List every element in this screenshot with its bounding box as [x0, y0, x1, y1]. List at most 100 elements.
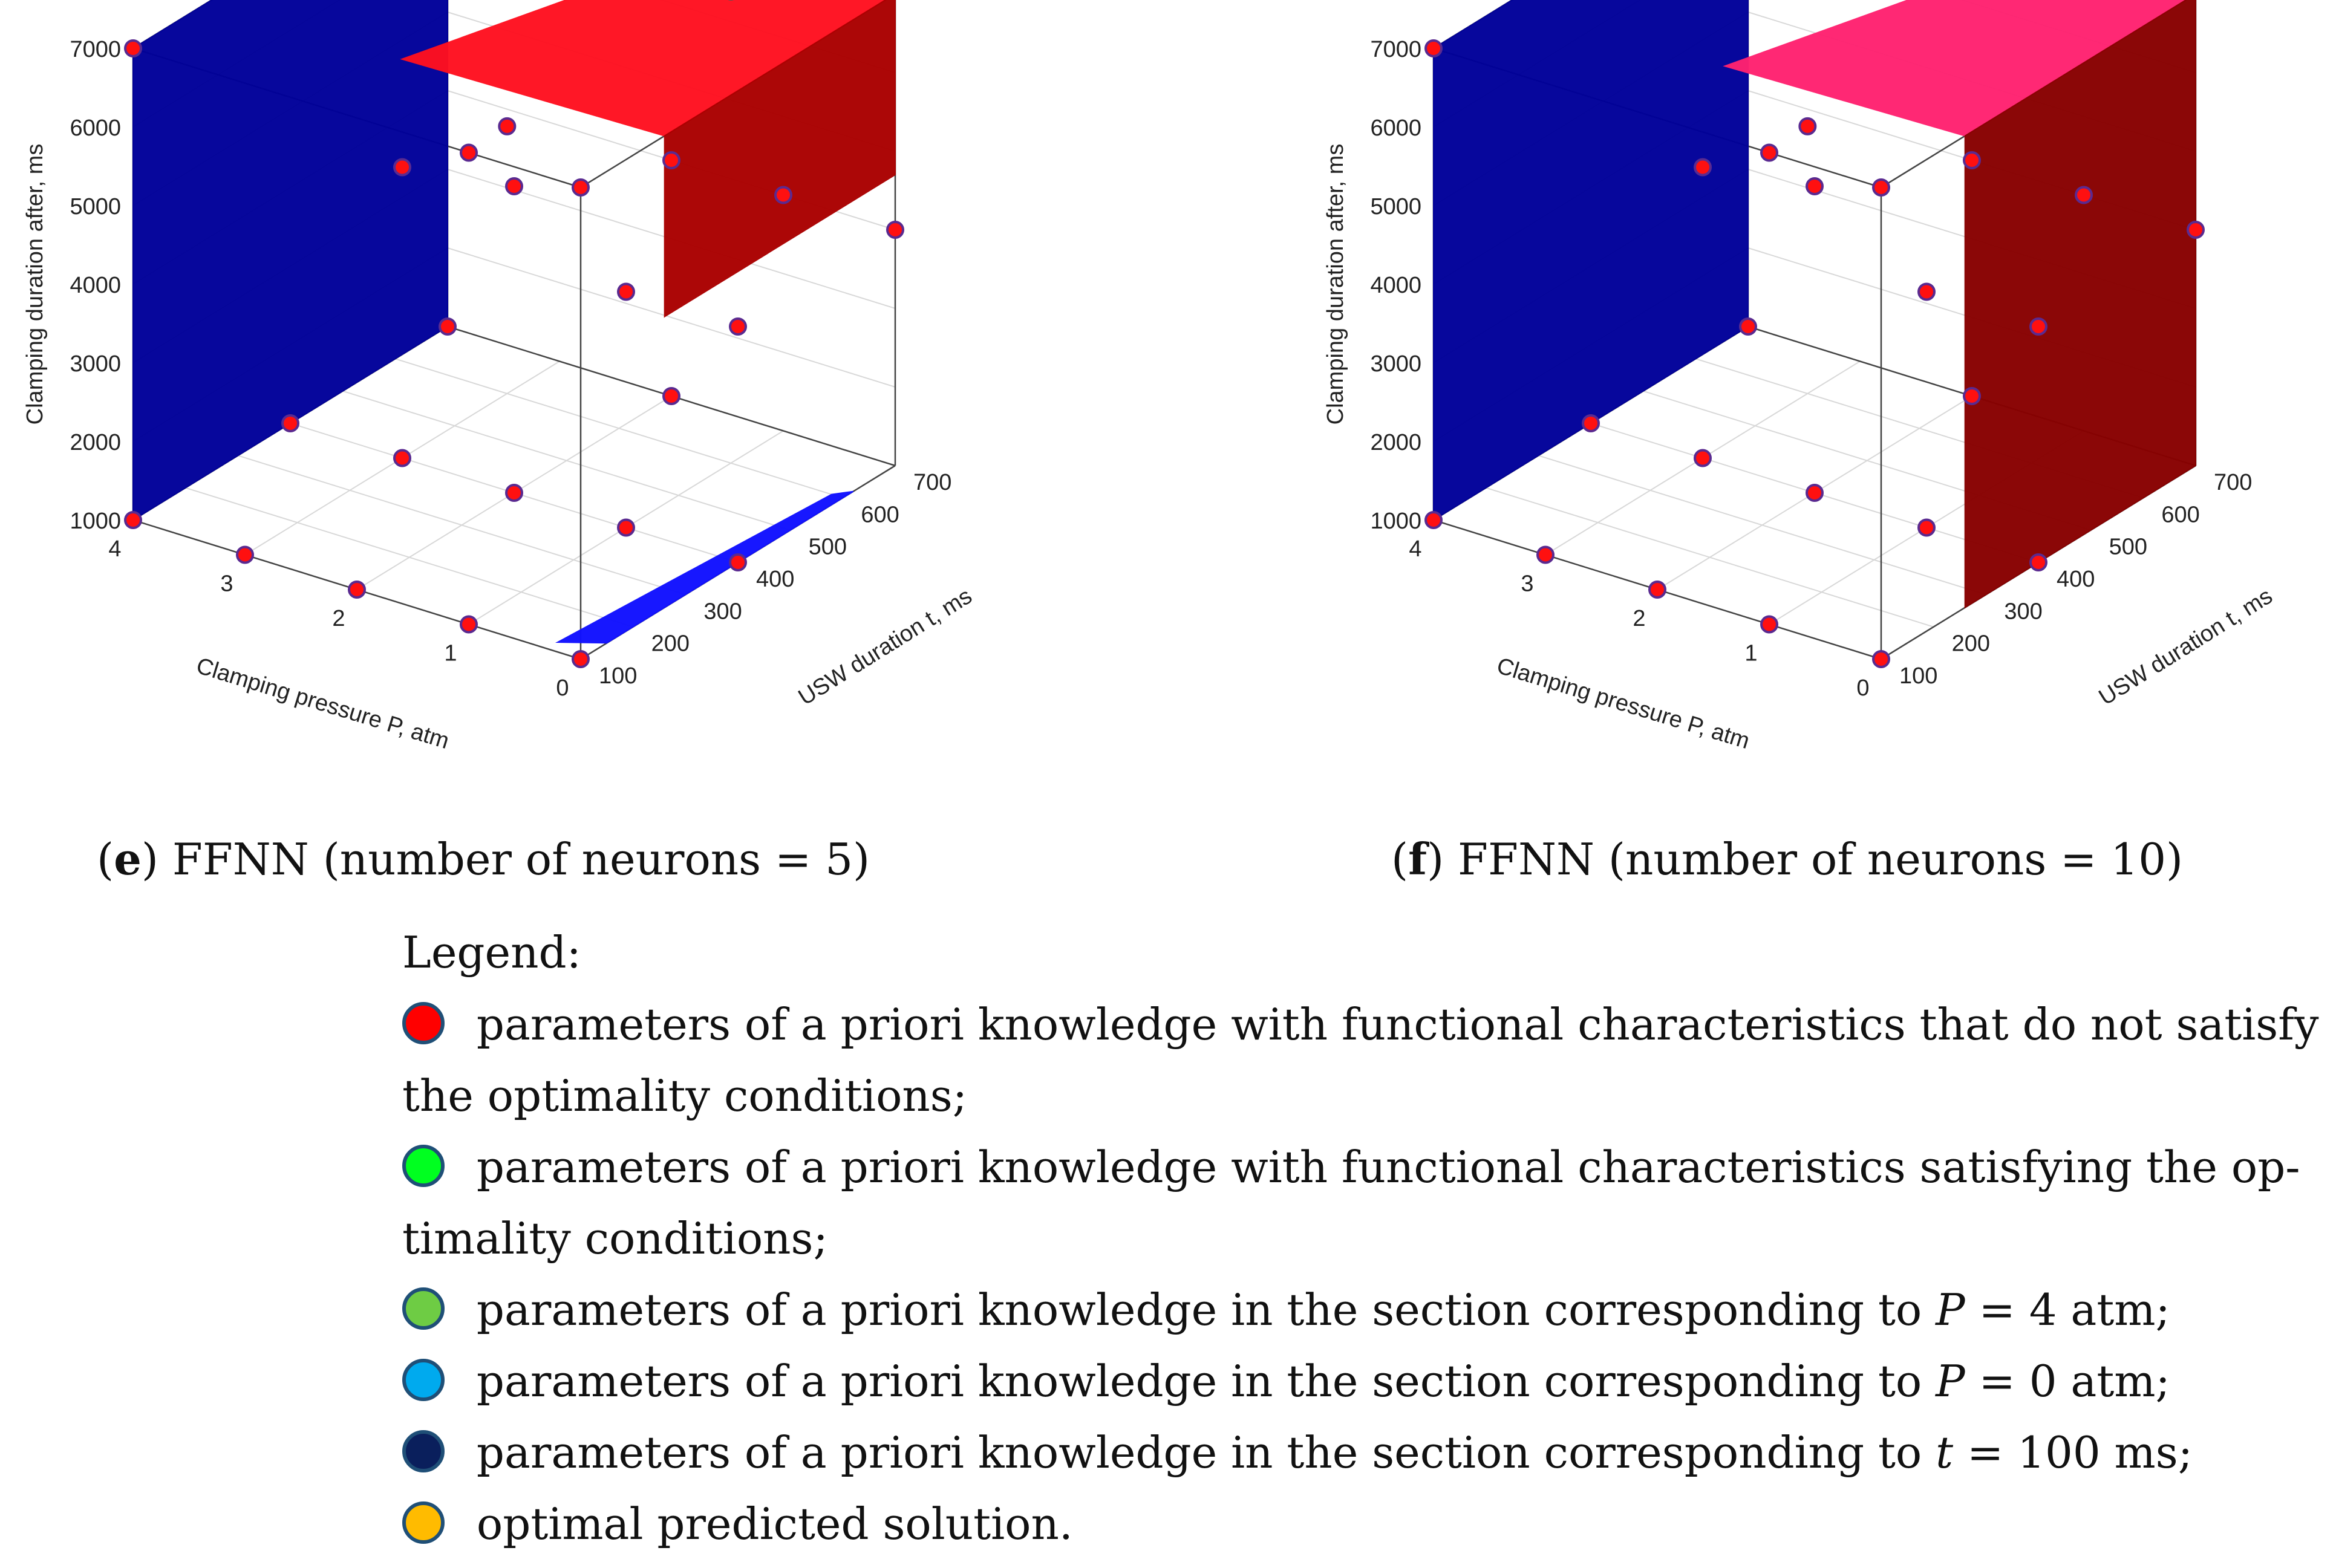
legend-item-0: parameters of a priori knowledge with fu… [402, 989, 2332, 1131]
z-tick-label: 3000 [70, 351, 121, 377]
caption-f: (f) FFNN (number of neurons = 10) [1391, 833, 2184, 885]
data-point-red [124, 39, 142, 57]
legend-marker-icon [402, 1430, 445, 1472]
data-point-red [662, 151, 680, 169]
z-tick-label: 6000 [1370, 115, 1421, 141]
chart-panel-e: 1000200030004000500060007000012341002003… [22, 0, 976, 754]
y-tick-label: 700 [913, 470, 951, 495]
caption-e: (e) FFNN (number of neurons = 5) [97, 833, 870, 885]
legend: Legend: parameters of a priori knowledge… [402, 916, 2332, 1560]
chart-panel-f: 1000200030004000500060007000012341002003… [1323, 0, 2277, 754]
data-point-red [1739, 317, 1757, 336]
data-point-red [505, 177, 523, 195]
data-point-red [1648, 581, 1666, 599]
data-point-red [439, 317, 457, 336]
y-axis-title: USW duration t, ms [2095, 584, 2277, 711]
data-point-red [617, 518, 635, 537]
z-tick-label: 1000 [1370, 509, 1421, 534]
y-tick-label: 400 [2057, 567, 2095, 592]
x-tick-label: 0 [1856, 675, 1869, 701]
data-point-red [572, 178, 590, 197]
z-tick-label: 5000 [70, 194, 121, 220]
x-tick-label: 4 [1409, 536, 1421, 562]
surface-patch [1433, 0, 1749, 521]
z-tick-label: 6000 [70, 115, 121, 141]
grid-line [1486, 487, 1934, 628]
z-tick-label: 2000 [1370, 430, 1421, 455]
data-point-red [662, 387, 680, 405]
y-axis-title: USW duration t, ms [794, 584, 977, 711]
legend-text: parameters of a priori knowledge with fu… [463, 999, 2319, 1050]
z-tick-label: 1000 [70, 509, 121, 534]
caption-e-text: FFNN (number of neurons = 5) [158, 834, 870, 885]
legend-text: optimal predicted solution. [463, 1498, 1073, 1549]
surface-patch [400, 0, 887, 137]
legend-text: parameters of a priori knowledge with fu… [463, 1142, 2300, 1192]
y-tick-label: 600 [861, 502, 899, 527]
data-point-red [498, 117, 517, 135]
grid-line [185, 487, 633, 628]
grid-line [395, 358, 843, 499]
data-point-red [505, 484, 523, 502]
x-tick-label: 1 [1744, 641, 1757, 666]
x-tick-label: 3 [1521, 571, 1533, 597]
grid-line [342, 390, 791, 531]
legend-text: parameters of a priori knowledge in the … [463, 1427, 1936, 1478]
y-tick-label: 400 [756, 567, 794, 592]
data-point-red [886, 221, 904, 239]
y-tick-label: 100 [1899, 663, 1937, 689]
data-point-red [1806, 177, 1824, 195]
x-tick-label: 2 [1633, 606, 1645, 631]
x-tick-label: 4 [108, 536, 121, 562]
data-point-red [1872, 650, 1890, 668]
data-point-red [1694, 158, 1712, 177]
legend-tail: = 4 atm; [1965, 1284, 2170, 1335]
y-tick-label: 300 [2004, 599, 2042, 624]
legend-continuation: the optimality conditions; [402, 1070, 967, 1121]
legend-variable: P [1936, 1284, 1965, 1335]
data-point-red [572, 650, 590, 668]
data-point-red [1806, 484, 1824, 502]
surface-patch [555, 490, 854, 644]
legend-marker-icon [402, 1501, 445, 1544]
z-tick-label: 4000 [70, 273, 121, 298]
data-point-red [2029, 317, 2047, 336]
y-tick-label: 300 [703, 599, 742, 624]
grid-line [1538, 455, 1986, 596]
data-point-red [348, 581, 366, 599]
y-tick-label: 200 [651, 631, 690, 657]
data-point-red [393, 449, 411, 467]
x-tick-label: 0 [556, 675, 569, 701]
surface-patch [1964, 0, 2196, 609]
x-axis-title: Clamping pressure P, atm [194, 653, 452, 754]
z-axis-title: Clamping duration after, ms [22, 144, 48, 425]
data-point-red [1582, 414, 1600, 432]
y-tick-label: 100 [599, 663, 637, 689]
data-point-red [2075, 186, 2093, 204]
data-point-red [1963, 151, 1981, 169]
data-point-red [236, 545, 254, 564]
legend-item-5: optimal predicted solution. [402, 1488, 2332, 1560]
data-point-red [1694, 449, 1712, 467]
data-point-red [460, 143, 478, 162]
z-tick-label: 7000 [1370, 37, 1421, 62]
x-tick-label: 3 [220, 571, 233, 597]
legend-tail: = 0 atm; [1965, 1356, 2170, 1407]
data-point-red [460, 615, 478, 634]
surface-patch [1723, 0, 2187, 137]
y-tick-label: 600 [2161, 502, 2199, 527]
data-point-red [1760, 143, 1778, 162]
x-tick-label: 1 [444, 641, 457, 666]
data-point-red [774, 186, 792, 204]
legend-text: parameters of a priori knowledge in the … [463, 1284, 1936, 1335]
z-tick-label: 2000 [70, 430, 121, 455]
legend-variable: t [1936, 1427, 1954, 1478]
data-point-red [617, 282, 635, 301]
caption-f-letter: f [1408, 833, 1427, 885]
legend-variable: P [1936, 1356, 1965, 1407]
z-tick-label: 7000 [70, 37, 121, 62]
legend-text: parameters of a priori knowledge in the … [463, 1356, 1936, 1407]
legend-marker-icon [402, 1002, 445, 1044]
data-point-red [1760, 615, 1778, 634]
